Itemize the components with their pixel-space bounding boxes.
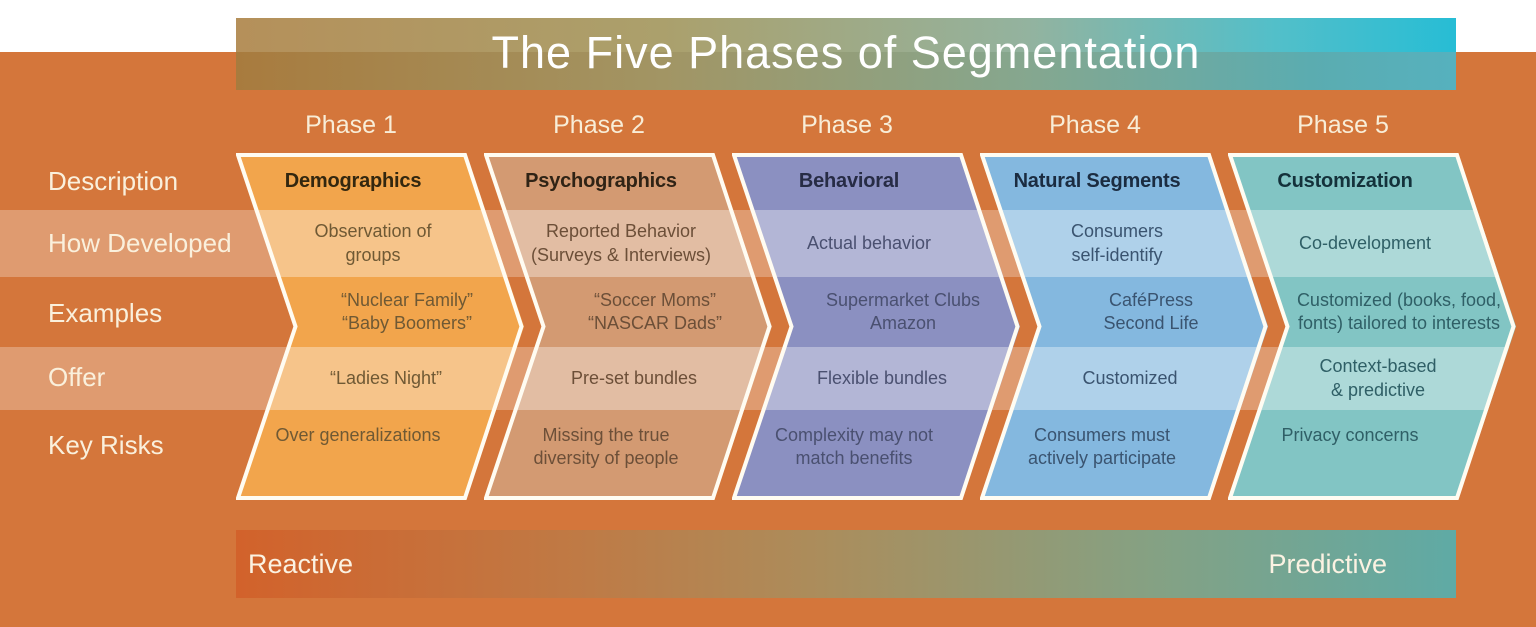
phase-5-offer: Context-based & predictive [1319,356,1437,400]
phase-5-examples: Customized (books, food, fonts) tailored… [1296,289,1502,333]
phase-5-chevron: Customization Co-development Customized … [1228,153,1518,500]
title-banner-gradient-top [236,18,1456,52]
phase-4-how-developed: Consumers self-identify [1070,221,1164,265]
chevron-shape [484,153,772,500]
phase-5-key-risks: Privacy concerns [1281,425,1419,445]
phase-3-how-developed: Actual behavior [806,232,932,253]
chevron-shape [980,153,1268,500]
phase-3-label: Phase 3 [801,110,893,139]
phase-2-label: Phase 2 [553,110,645,139]
phase-5-description: Customization [1277,169,1413,192]
row-label-key-risks: Key Risks [48,430,164,460]
phase-1-examples: “Nuclear Family” “Baby Boomers” [340,289,473,333]
phase-3-examples: Supermarket Clubs Amazon [825,289,981,333]
phase-5-label: Phase 5 [1297,110,1389,139]
phase-1-key-risks: Over generalizations [275,425,441,445]
phase-1-label: Phase 1 [305,110,397,139]
phase-5-how-developed: Co-development [1298,232,1432,253]
phase-3-key-risks: Complexity may not match benefits [774,425,934,469]
reactive-predictive-bar: Reactive Predictive [236,530,1456,598]
phase-4-key-risks: Consumers must actively participate [1027,425,1177,469]
title-banner-gradient-bottom [236,52,1456,90]
phase-2-examples: “Soccer Moms” “NASCAR Dads” [587,289,723,333]
phase-4-offer: Customized [1082,367,1178,388]
phase-4-chevron: Natural Segments Consumers self-identify… [980,153,1270,500]
reactive-label: Reactive [248,548,354,579]
row-label-offer: Offer [48,362,106,392]
phase-4-examples: CaféPress Second Life [1103,289,1199,333]
phase-2-key-risks: Missing the true diversity of people [533,425,679,469]
phase-2-offer: Pre-set bundles [570,367,698,388]
chevron-shape [236,153,524,500]
phase-1-chevron: Demographics Observation of groups “Nucl… [236,153,526,500]
phase-1-how-developed: Observation of groups [314,221,432,265]
chevron-shape [1228,153,1516,500]
phase-2-description: Psychographics [525,169,677,192]
page-title: The Five Phases of Segmentation [491,27,1201,78]
phase-3-description: Behavioral [798,169,900,192]
predictive-label: Predictive [1268,548,1387,579]
phase-4-label: Phase 4 [1049,110,1141,139]
phase-1-description: Demographics [284,169,422,192]
phase-3-chevron: Behavioral Actual behavior Supermarket C… [732,153,1022,500]
chevron-shape [732,153,1020,500]
phase-2-how-developed: Reported Behavior (Surveys & Interviews) [530,221,712,265]
row-label-how-developed: How Developed [48,228,232,258]
phase-3-offer: Flexible bundles [816,367,948,388]
row-label-description: Description [48,166,179,196]
phase-2-chevron: Psychographics Reported Behavior (Survey… [484,153,774,500]
phase-4-description: Natural Segments [1013,169,1181,192]
phase-1-offer: “Ladies Night” [329,367,443,388]
row-label-examples: Examples [48,298,163,328]
